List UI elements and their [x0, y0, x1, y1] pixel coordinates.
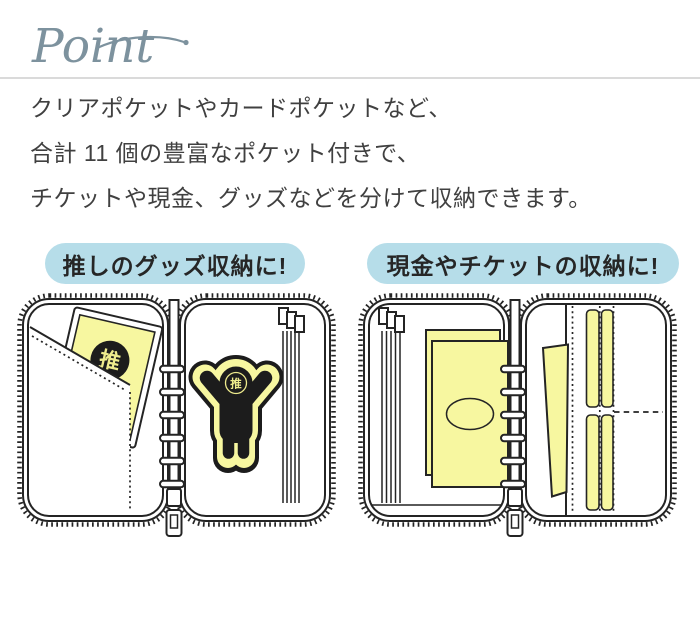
slip-pocket	[29, 326, 131, 513]
ticket-and-card-pockets	[541, 304, 663, 516]
point-header: Point	[31, 19, 189, 74]
pocket-card	[600, 309, 614, 408]
callout-cash-ticket-label: 現金やチケットの収納に!	[386, 252, 660, 279]
ticket	[541, 343, 570, 498]
figure-badge-ring	[224, 371, 248, 395]
point-script-label: Point	[31, 19, 154, 74]
pocket-card	[585, 309, 600, 408]
pocket-card	[600, 414, 614, 511]
card-slot-lines	[278, 307, 305, 503]
slip-pocket-edge	[29, 326, 131, 386]
section-divider	[0, 77, 700, 79]
callout-goods-label: 推しのグッズ収納に!	[62, 252, 288, 279]
callout-cash-ticket-storage: 現金やチケットの収納に!	[367, 243, 679, 284]
slip-pocket-stitch	[31, 335, 126, 391]
banknote-oval	[445, 397, 495, 431]
slip-pocket-panel	[30, 327, 130, 513]
point-flourish	[95, 35, 186, 50]
description-line-3: チケットや現金、グッズなどを分けて収納できます。	[30, 185, 592, 211]
banknote-slot-lines	[378, 307, 405, 503]
figure-badge-text: 推	[230, 377, 242, 391]
description-text: クリアポケットやカードポケットなど、 合計 11 個の豊富なポケット付きで、 チ…	[30, 86, 592, 221]
cash-ticket-wallet-illustration	[356, 291, 686, 537]
goods-wallet-illustration: 推	[15, 291, 345, 537]
figure-body	[199, 366, 273, 459]
point-flourish-dot	[183, 39, 189, 46]
description-line-2: 合計 11 個の豊富なポケット付きで、	[30, 140, 421, 166]
description-line-1: クリアポケットやカードポケットなど、	[30, 95, 452, 121]
pocket-card	[585, 414, 600, 511]
card-slot-tab	[394, 315, 405, 333]
banknote-front	[431, 340, 509, 488]
callout-goods-storage: 推しのグッズ収納に!	[45, 243, 305, 284]
card-slot-tab	[294, 315, 305, 333]
acrylic-figure-sticker: 推	[188, 355, 284, 473]
banknotes	[425, 329, 509, 488]
